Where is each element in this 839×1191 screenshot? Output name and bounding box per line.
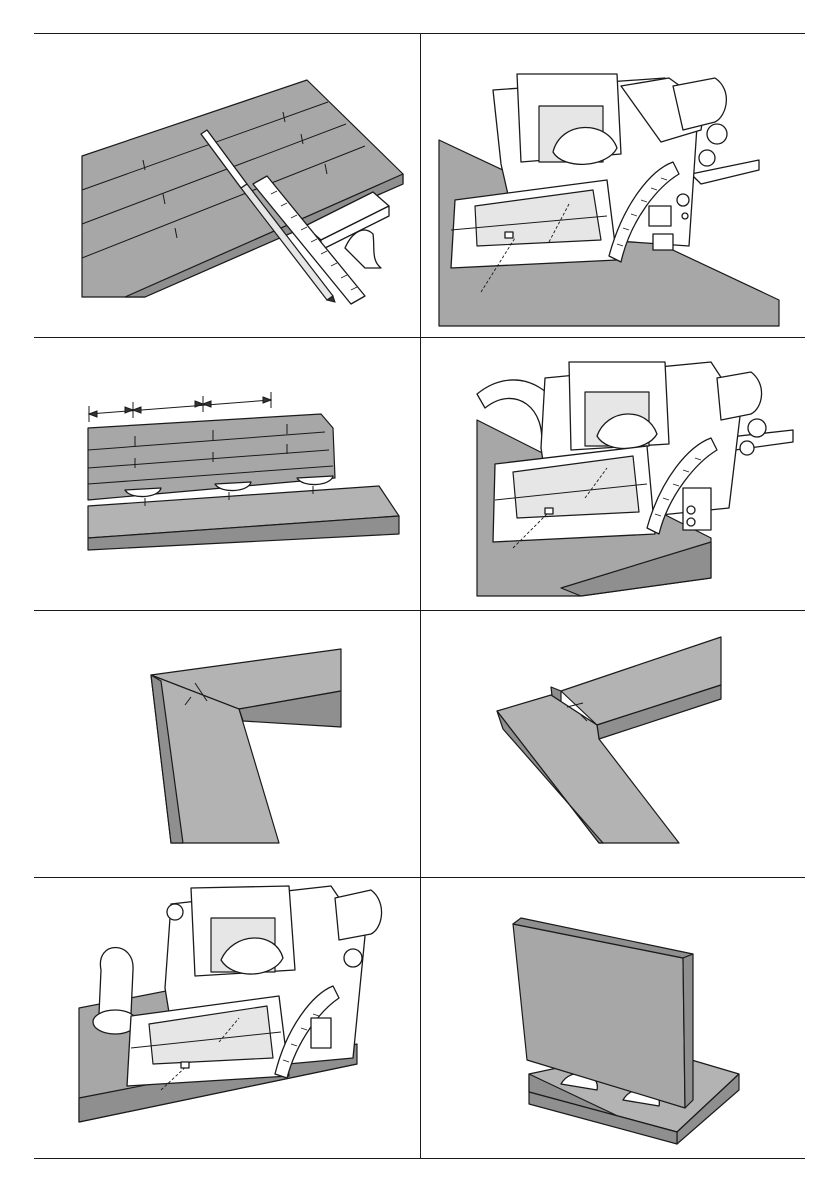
joiner-align-illustration — [421, 34, 805, 337]
mitre-joint-illustration — [35, 611, 420, 877]
panel-butt-joint — [421, 611, 805, 877]
t-joint-illustration — [421, 878, 805, 1158]
panel-cut-with-clamp — [35, 878, 420, 1158]
panel-mark-boards — [35, 34, 420, 337]
panel-cut-slot — [421, 338, 805, 610]
marking-illustration — [35, 34, 420, 337]
panel-mitre-joint — [35, 611, 420, 877]
spacing-illustration — [35, 338, 420, 610]
joiner-clamp-illustration — [35, 878, 420, 1158]
panel-align-machine — [421, 34, 805, 337]
butt-joint-illustration — [421, 611, 805, 877]
joiner-edge-illustration — [421, 338, 805, 610]
panel-space-marks — [35, 338, 420, 610]
panel-t-joint — [421, 878, 805, 1158]
